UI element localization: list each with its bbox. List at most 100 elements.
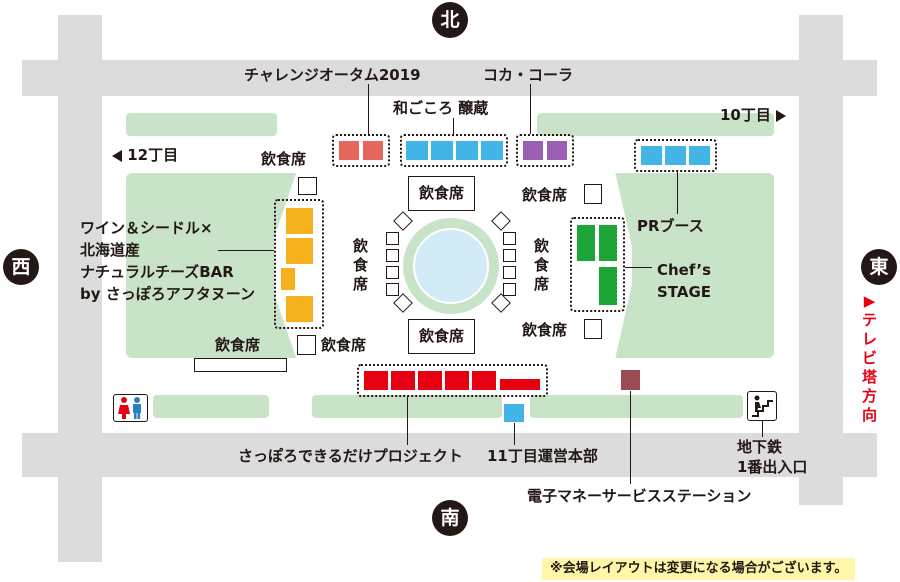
- table: [584, 184, 602, 204]
- seating-top-left: 飲食席: [261, 150, 307, 168]
- table: [393, 293, 413, 313]
- seating-right-bottom: 飲食席: [522, 321, 568, 339]
- wagokoro-stall-1: [405, 140, 429, 161]
- leader-chefs: [625, 267, 652, 268]
- pr-booth-group: [634, 139, 717, 172]
- seating-center-bottom: 飲食席: [408, 319, 476, 354]
- wagokoro-stall-3: [455, 140, 479, 161]
- coca-booth-group: [516, 134, 574, 167]
- challenge-booth-group: [332, 134, 390, 167]
- project-stall-1: [363, 370, 389, 391]
- project-stall-5: [471, 370, 497, 391]
- challenge-stall-1: [338, 140, 360, 161]
- tv-tower-direction: ▶テレビ塔方向: [861, 292, 877, 424]
- sapporo-project-group: [357, 364, 548, 397]
- green-top-left: [126, 113, 277, 136]
- coca-stall-1: [522, 140, 544, 161]
- pr-stall-2: [664, 145, 687, 166]
- project-stall-6: [499, 378, 541, 391]
- table: [584, 319, 602, 339]
- road-left: [58, 15, 102, 562]
- table: [503, 232, 516, 245]
- wine-stall-3: [280, 267, 296, 291]
- layout-notice: ※会場レイアウトは変更になる場合がございます。: [542, 558, 856, 580]
- seating-bottom-left-b: 飲食席: [321, 336, 367, 354]
- wagokoro-stall-4: [480, 140, 504, 161]
- compass-north: 北: [432, 2, 468, 38]
- arrow-right-icon: [776, 109, 787, 122]
- chefs-stall-1: [576, 224, 596, 262]
- leader-challenge: [368, 84, 369, 134]
- wagokoro-booth-group: [400, 134, 508, 167]
- wine-stall-2: [285, 237, 314, 265]
- hq-box: [503, 403, 525, 423]
- chefs-stage-group: [570, 217, 625, 312]
- compass-south: 南: [432, 500, 468, 536]
- road-top: [22, 60, 877, 96]
- pr-booth-label: PRブース: [637, 217, 704, 235]
- seating-center-left: 飲食席: [352, 237, 368, 293]
- table: [491, 293, 511, 313]
- wine-stall-1: [285, 207, 314, 235]
- pr-stall-1: [640, 145, 663, 166]
- compass-west: 西: [3, 249, 39, 285]
- green-top-right: [537, 113, 774, 136]
- green-bottom-left: [153, 395, 269, 418]
- emoney-label: 電子マネーサービスステーション: [527, 487, 752, 505]
- street-12-label: 12丁目: [112, 148, 178, 163]
- challenge-stall-2: [362, 140, 384, 161]
- chefs-stall-2: [598, 224, 618, 262]
- wagokoro-label: 和ごころ 醸蔵: [393, 99, 489, 117]
- leader-wagokoro: [453, 118, 454, 134]
- table: [297, 335, 316, 355]
- stairs-icon: [747, 391, 777, 421]
- road-bottom: [22, 433, 877, 477]
- emoney-box: [620, 369, 641, 391]
- table: [393, 211, 413, 231]
- green-west-lawn: [126, 173, 297, 358]
- leader-wine: [218, 250, 274, 251]
- arrow-left-icon: [112, 149, 122, 162]
- wine-bar-label: ワイン＆シードル× 北海道産 ナチュラルチーズBAR by さっぽろアフタヌーン: [80, 219, 255, 303]
- table: [386, 249, 399, 262]
- seating-center-right: 飲食席: [533, 237, 549, 293]
- restroom-icon: [113, 394, 148, 422]
- table: [503, 249, 516, 262]
- project-stall-2: [390, 370, 416, 391]
- project-stall-4: [444, 370, 470, 391]
- table: [503, 283, 516, 296]
- project-stall-3: [417, 370, 443, 391]
- green-bottom-right: [530, 395, 743, 418]
- leader-hq: [514, 423, 515, 445]
- table: [386, 232, 399, 245]
- bench: [194, 358, 287, 372]
- subway-label: 地下鉄 1番出入口: [737, 438, 808, 476]
- table: [386, 283, 399, 296]
- wine-bar-group: [274, 199, 324, 329]
- compass-east: 東: [861, 249, 897, 285]
- leader-emoney: [630, 391, 631, 484]
- seating-right-top: 飲食席: [522, 186, 568, 204]
- wagokoro-stall-2: [430, 140, 454, 161]
- pr-stall-3: [688, 145, 711, 166]
- table: [503, 266, 516, 279]
- table: [386, 266, 399, 279]
- leader-project: [407, 397, 408, 445]
- table: [491, 211, 511, 231]
- leader-pr: [677, 172, 678, 214]
- leader-subway: [762, 421, 763, 437]
- green-east-lawn: [615, 173, 774, 358]
- sapporo-project-label: さっぽろできるだけプロジェクト: [238, 447, 463, 465]
- road-right: [799, 15, 843, 505]
- wine-stall-4: [285, 295, 314, 323]
- coca-stall-2: [546, 140, 568, 161]
- challenge-autumn-label: チャレンジオータム2019: [244, 66, 421, 84]
- street-10-label: 10丁目: [720, 108, 787, 123]
- hq-label: 11丁目運営本部: [487, 447, 598, 465]
- seating-bottom-left-a: 飲食席: [215, 336, 261, 354]
- fountain-water: [413, 228, 489, 304]
- coca-cola-label: コカ・コーラ: [483, 66, 574, 84]
- leader-coca: [530, 84, 531, 134]
- chefs-stall-3: [598, 266, 618, 306]
- chefs-stage-label: Chef’s STAGE: [657, 261, 712, 301]
